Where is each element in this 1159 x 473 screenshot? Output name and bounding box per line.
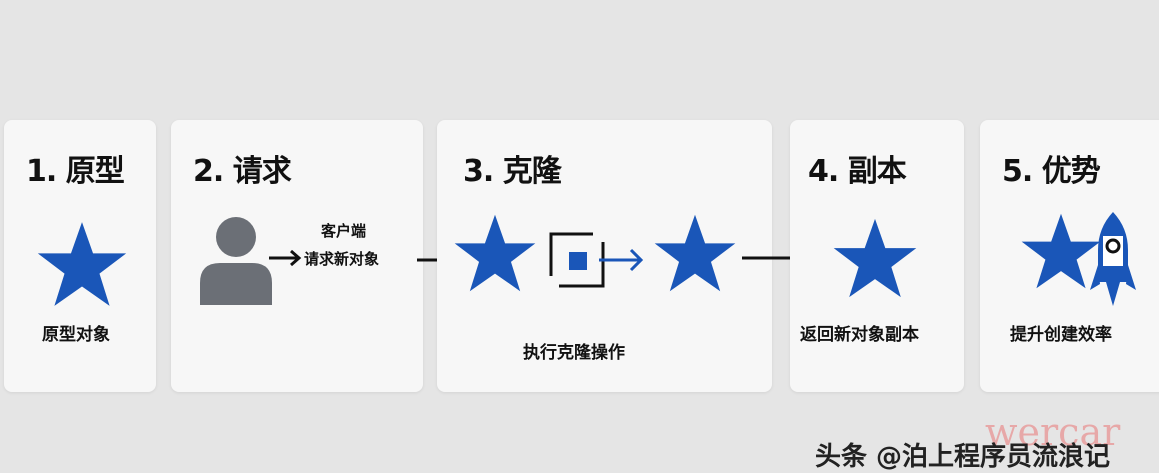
star-icon — [832, 216, 918, 300]
step-title: 2. 请求 — [193, 154, 292, 189]
step-card-copy: 4. 副本 返回新对象副本 — [790, 120, 964, 392]
star-icon — [453, 212, 537, 294]
step-label: 返回新对象副本 — [800, 325, 919, 345]
user-icon — [200, 217, 272, 305]
watermark-overlay: wercar — [985, 410, 1121, 454]
step-card-prototype: 1. 原型 原型对象 — [4, 120, 156, 392]
step-label: 原型对象 — [42, 325, 110, 345]
star-icon — [36, 220, 128, 308]
watermark: 头条 @泊上程序员流浪记 — [815, 442, 1111, 472]
client-label: 客户端 — [321, 222, 367, 240]
step-label: 执行克隆操作 — [523, 343, 625, 363]
step-card-advantage: 5. 优势 提升创建效率 — [980, 120, 1159, 392]
step-card-request: 2. 请求 客户端 请求新对象 — [171, 120, 423, 392]
step-label: 提升创建效率 — [1010, 325, 1112, 345]
step-title: 3. 克隆 — [463, 154, 562, 189]
rocket-icon — [1090, 212, 1136, 306]
clone-icon — [549, 232, 644, 288]
step-card-clone: 3. 克隆 执行克隆操作 — [437, 120, 772, 392]
request-label: 请求新对象 — [304, 250, 380, 268]
step-title: 5. 优势 — [1002, 154, 1101, 189]
step-title: 1. 原型 — [26, 154, 125, 189]
arrow-right-icon — [269, 249, 302, 267]
step-title: 4. 副本 — [808, 154, 907, 189]
star-icon — [653, 212, 737, 294]
